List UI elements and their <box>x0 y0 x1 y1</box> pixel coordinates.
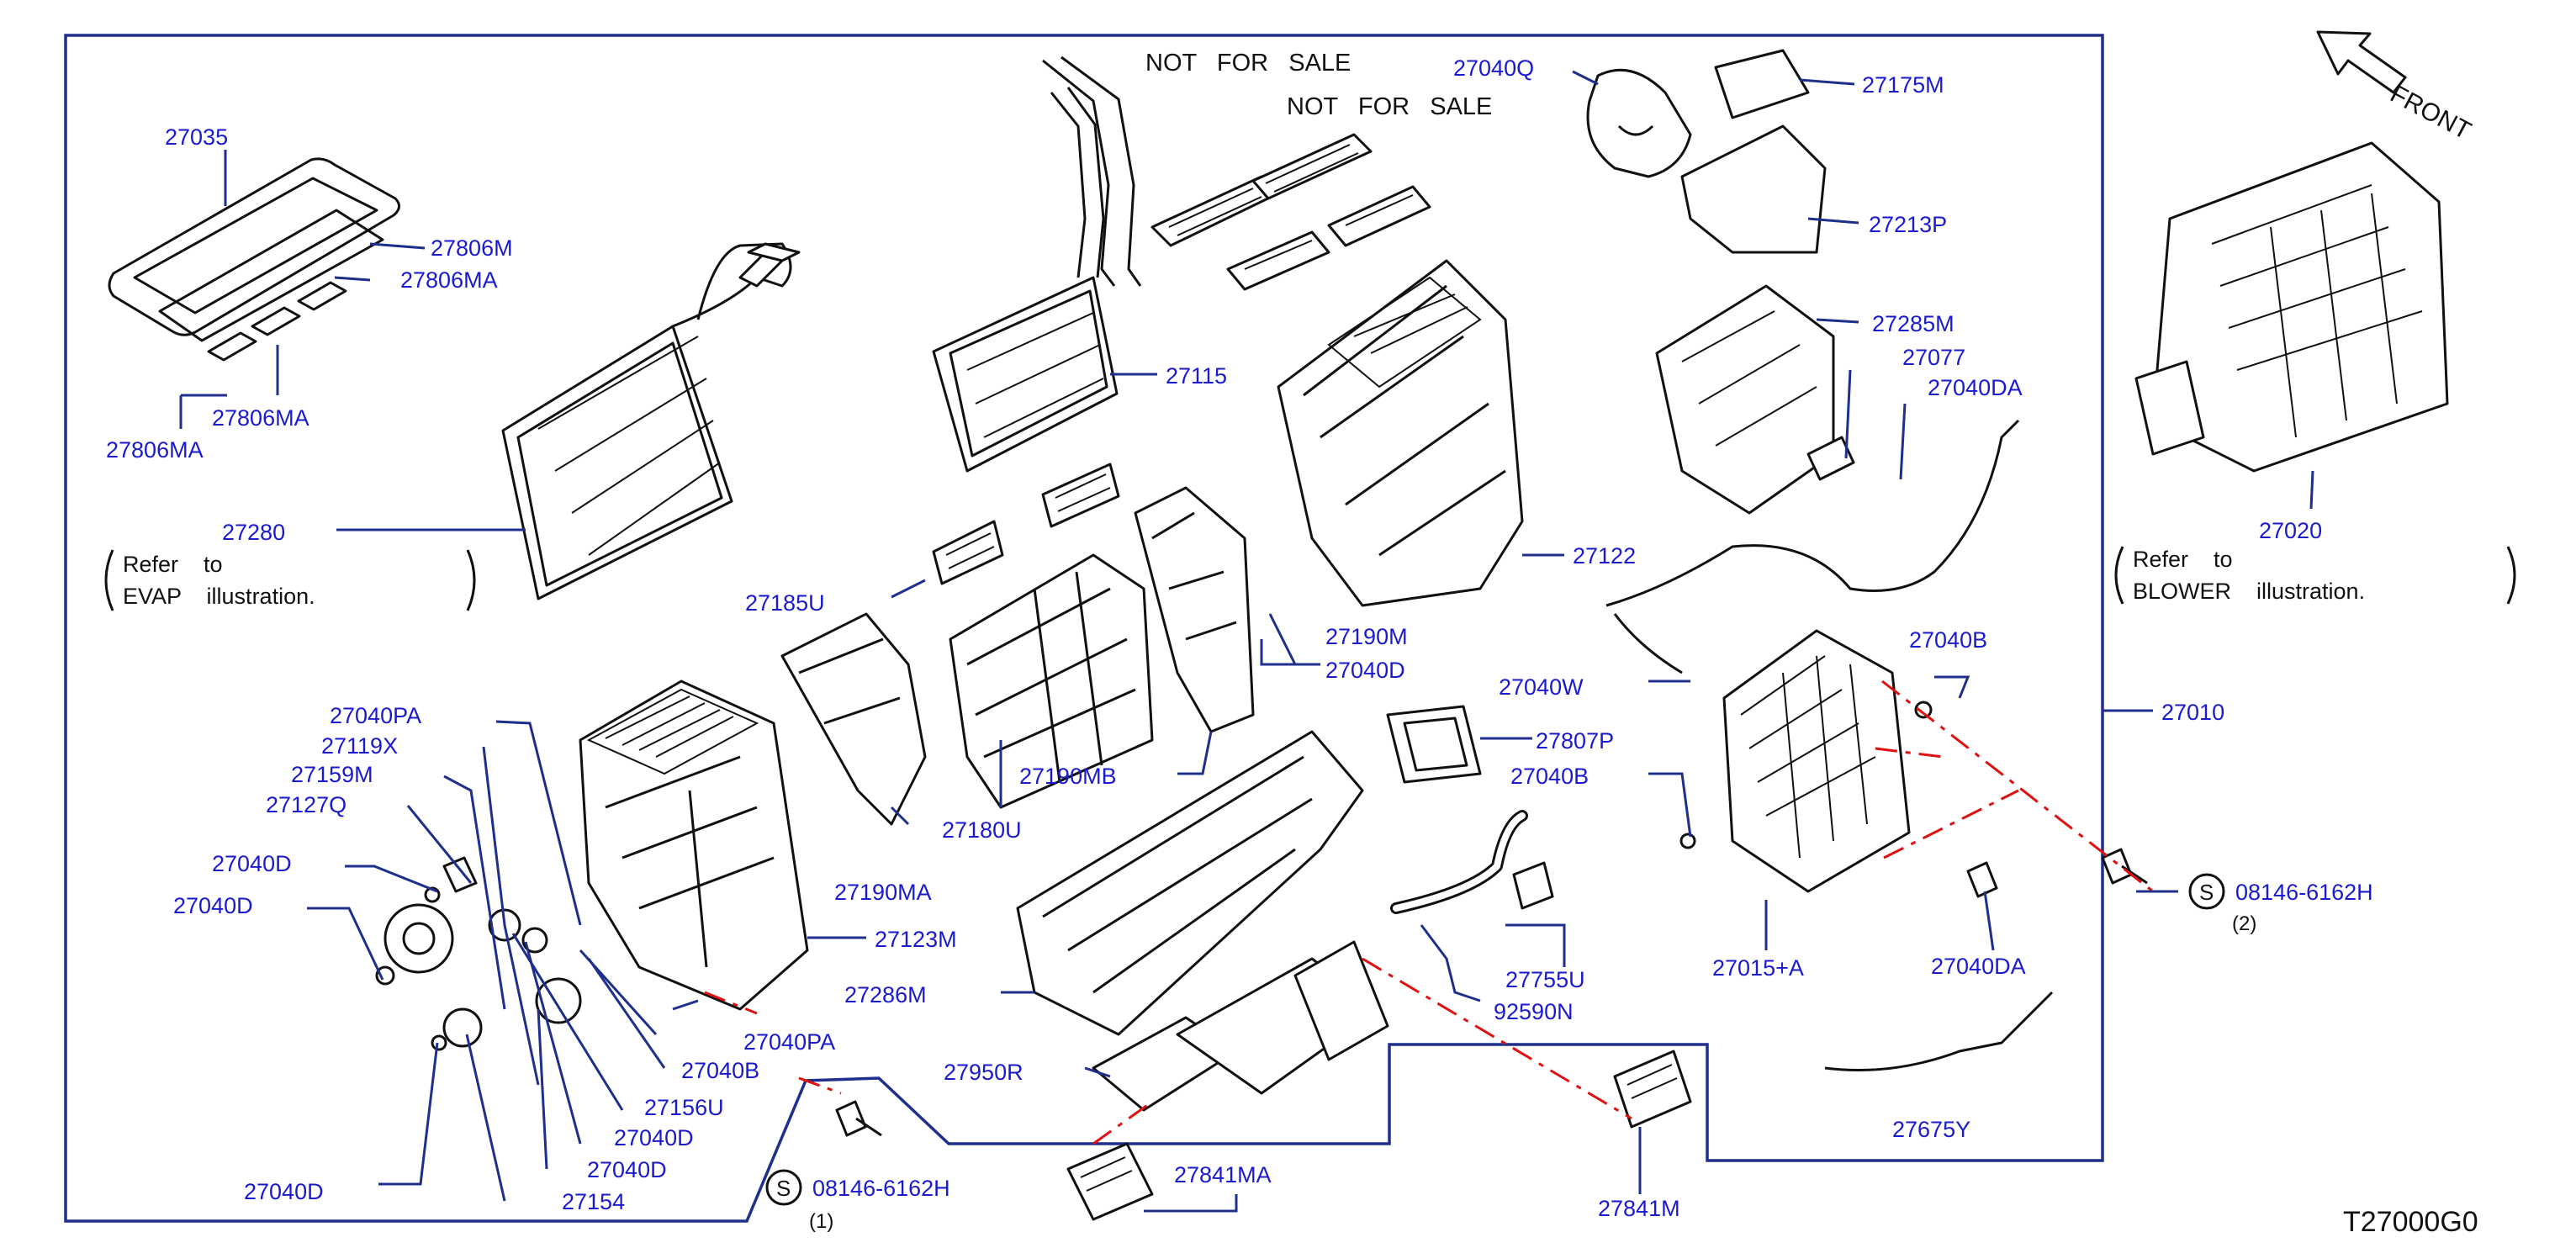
blower-illustration-text: BLOWER illustration. <box>2133 579 2365 604</box>
foot-ducts-drawing <box>1066 940 1692 1221</box>
part-label: 27807P <box>1536 728 1614 754</box>
upper-case-drawing <box>1277 259 1524 607</box>
part-label: 27040W <box>1499 674 1584 700</box>
part-label: 27040PA <box>330 703 421 728</box>
blower-refer-text: Refer to <box>2133 547 2233 572</box>
part-label: 27040PA <box>743 1029 835 1055</box>
part-label: 27040DA <box>1931 954 2026 979</box>
front-label: FRONT <box>2386 80 2476 145</box>
part-label: 27280 <box>222 520 285 545</box>
part-label: 27154 <box>562 1189 625 1214</box>
part-label: 27035 <box>165 124 228 150</box>
part-label: 27190MB <box>1019 764 1117 789</box>
part-label: 27122 <box>1573 543 1636 568</box>
evap-illustration-text: EVAP illustration. <box>123 584 315 609</box>
part-label: 27015+A <box>1712 955 1804 981</box>
part-label: 27040D <box>1325 658 1405 683</box>
part-label: 27675Y <box>1892 1117 1970 1142</box>
part-label: 92590N <box>1494 999 1574 1024</box>
leader-lines <box>179 70 2314 1213</box>
blower-unit-drawing <box>2134 141 2449 473</box>
part-label: 27010 <box>2161 700 2224 725</box>
part-label: 27841MA <box>1174 1162 1272 1187</box>
screw-symbol-icon: S <box>776 1176 791 1201</box>
not-for-sale-label-2: NOT FOR SALE <box>1287 93 1492 120</box>
part-label: 27077 <box>1902 345 1965 370</box>
part-label: 27806MA <box>212 405 309 431</box>
part-label: 27020 <box>2259 518 2322 543</box>
screw-part-number: 08146-6162H <box>812 1176 950 1201</box>
part-label: 27040D <box>614 1125 694 1150</box>
screw-symbol-icon: S <box>2199 880 2214 905</box>
part-label: 27040B <box>1909 627 1987 653</box>
part-label: 27286M <box>844 982 927 1007</box>
front-arrow-icon <box>2316 30 2407 94</box>
outlet-vent-drawing <box>932 463 1120 585</box>
part-label: 27040D <box>587 1157 667 1182</box>
evap-refer-text: Refer to <box>123 552 223 577</box>
part-label: 27185U <box>745 590 825 616</box>
diagram-code: T27000G0 <box>2343 1206 2478 1238</box>
part-label: 27175M <box>1862 72 1944 98</box>
part-label: 27040D <box>173 893 253 918</box>
part-label: 27040B <box>1510 764 1589 789</box>
part-label: 27806MA <box>400 267 498 293</box>
part-label: 27213P <box>1869 212 1947 237</box>
part-label: 27119X <box>321 733 398 759</box>
lower-case-drawing <box>579 680 809 1011</box>
actuators-drawing <box>375 856 582 1051</box>
part-label: 27190MA <box>834 880 932 905</box>
part-label: 27285M <box>1872 311 1954 336</box>
gasket-seal-drawing <box>108 157 400 362</box>
part-labels: 27035 27806M 27806MA 27806MA 27806MA 272… <box>106 56 2322 1221</box>
evap-reference-note: Refer to EVAP illustration. <box>104 549 476 611</box>
screw-quantity: (1) <box>809 1210 833 1233</box>
part-label: 27040D <box>244 1179 324 1204</box>
part-label: 27040DA <box>1928 375 2023 400</box>
assembly-frame <box>64 34 2104 1223</box>
part-label: 27040Q <box>1453 56 1534 81</box>
screw-callout-left: S 08146-6162H (1) <box>765 1169 950 1233</box>
part-label: 27115 <box>1166 363 1227 389</box>
part-label: 27127Q <box>266 792 346 817</box>
part-label: 27755U <box>1505 967 1585 992</box>
heater-core-drawing <box>932 56 1142 473</box>
screw-part-number: 08146-6162H <box>2235 880 2373 905</box>
part-label: 27040D <box>212 851 292 876</box>
part-label: 27040B <box>681 1058 759 1083</box>
part-label: 27123M <box>875 927 957 952</box>
part-label: 27180U <box>942 817 1022 843</box>
intake-unit-drawing <box>1722 629 1911 893</box>
part-label: 27190M <box>1325 624 1408 649</box>
part-label: 27950R <box>944 1060 1024 1085</box>
upper-right-parts-drawing <box>1586 49 1855 515</box>
part-label: 27806M <box>431 235 513 261</box>
evaporator-drawing <box>501 242 801 600</box>
part-label: 27159M <box>291 762 373 787</box>
not-for-sale-label-1: NOT FOR SALE <box>1145 50 1351 77</box>
reference-lines <box>704 680 2154 1145</box>
wire-harness-drawing <box>1605 419 2054 1071</box>
part-label: 27156U <box>644 1095 724 1120</box>
screw-quantity: (2) <box>2232 912 2256 935</box>
vent-grilles-drawing <box>1150 133 1431 291</box>
screw-fasteners-drawing <box>835 701 2148 1137</box>
part-label: 27841M <box>1598 1196 1680 1221</box>
seal-and-hose-drawing <box>1386 705 1554 914</box>
part-label: 27806MA <box>106 437 204 463</box>
blower-reference-note: Refer to BLOWER illustration. <box>2114 546 2516 605</box>
screw-callout-right: S 08146-6162H (2) <box>2188 873 2373 935</box>
